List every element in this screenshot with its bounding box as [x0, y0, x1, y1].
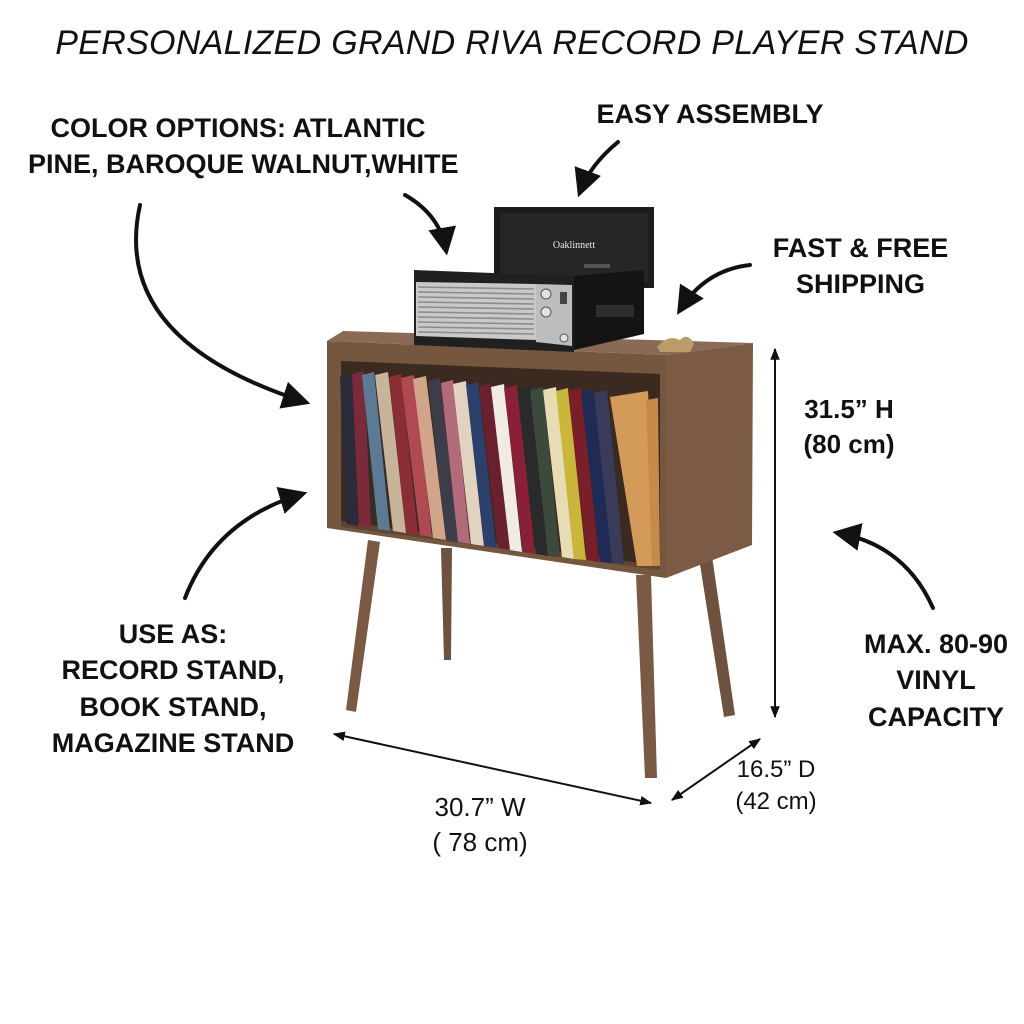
turntable-slot [596, 305, 634, 317]
speaker-grille-slots [417, 286, 535, 335]
easy-assembly-callout: EASY ASSEMBLY [596, 99, 824, 129]
leg-front-right [636, 575, 657, 778]
shipping-line-2: SHIPPING [795, 269, 926, 300]
turntable-lid-inner [500, 213, 648, 282]
record-sleeve [389, 374, 418, 535]
leg-back-left [441, 548, 452, 660]
record-sleeve [479, 383, 510, 550]
width-dimension-line [332, 731, 653, 806]
capacity-line-3: CAPACITY [867, 701, 1004, 732]
record-sleeve [581, 389, 612, 563]
color-options-line-1: COLOR OPTIONS: ATLANTIC [50, 113, 426, 143]
record-sleeve [517, 386, 548, 556]
color-options-arrow-top [403, 193, 457, 256]
use-as-line-2: RECORD STAND, [61, 655, 285, 686]
record-sleeve [375, 372, 406, 533]
use-as-line-4: MAGAZINE STAND [51, 728, 295, 759]
color-options-arrow-side [134, 203, 311, 409]
use-as-line-3: BOOK STAND, [79, 691, 267, 722]
record-sleeve [530, 387, 560, 557]
tone-knob [540, 306, 552, 318]
shipping-line-1: FAST & FREE [772, 233, 949, 263]
record-sleeve [362, 372, 390, 531]
record-sleeve [610, 391, 656, 566]
headphone-jack [560, 292, 567, 304]
turntable-brand-text: Oaklinnett [553, 240, 595, 251]
height-dimension-imperial: 31.5” H [804, 394, 894, 424]
use-as-callout: USE AS: RECORD STAND, BOOK STAND, MAGAZI… [38, 616, 308, 762]
width-dimension-metric: ( 78 cm) [432, 827, 528, 858]
color-options-callout: COLOR OPTIONS: ATLANTIC PINE, BAROQUE WA… [28, 110, 459, 183]
color-options-line-2: PINE, BAROQUE WALNUT,WHITE [28, 149, 459, 180]
page-title: PERSONALIZED GRAND RIVA RECORD PLAYER ST… [55, 24, 969, 62]
record-sleeve [594, 390, 624, 564]
record-sleeve [466, 382, 496, 548]
shipping-callout: FAST & FREE SHIPPING [768, 230, 953, 303]
record-sleeve [401, 375, 432, 537]
height-dimension: 31.5” H (80 cm) [784, 392, 914, 462]
record-sleeve [543, 387, 574, 559]
vinyl-records [340, 371, 660, 566]
cabinet-side [666, 343, 753, 578]
use-as-line-1: USE AS: [118, 619, 228, 649]
speed-knob [559, 333, 569, 343]
record-sleeve [568, 388, 599, 562]
height-dimension-metric: (80 cm) [803, 429, 895, 460]
capacity-arrow [832, 523, 935, 610]
record-sleeve [556, 388, 586, 560]
easy-assembly-arrow [574, 140, 620, 198]
turntable-tonearm [584, 264, 610, 268]
record-sleeve [413, 376, 446, 540]
shipping-arrow [677, 263, 752, 315]
volume-knob [540, 288, 552, 300]
use-as-arrow [183, 487, 308, 600]
capacity-callout: MAX. 80-90 VINYL CAPACITY [848, 626, 1024, 735]
record-sleeve [352, 371, 371, 528]
turntable-speaker-grille [416, 282, 536, 340]
turntable: Oaklinnett [414, 207, 654, 352]
record-sleeve [646, 398, 660, 566]
record-sleeve [504, 385, 535, 554]
record-sleeve [491, 384, 522, 552]
leg-back-right [699, 556, 735, 717]
leg-front-left [346, 540, 380, 712]
capacity-line-2: VINYL [896, 665, 976, 696]
record-sleeve [453, 381, 484, 546]
record-sleeve [428, 378, 458, 542]
record-sleeve [441, 380, 470, 544]
record-sleeve [340, 373, 358, 526]
stand-legs [346, 540, 735, 778]
figurine-decoration [657, 336, 694, 352]
depth-dimension-line [671, 738, 761, 801]
capacity-line-1: MAX. 80-90 [863, 629, 1009, 659]
